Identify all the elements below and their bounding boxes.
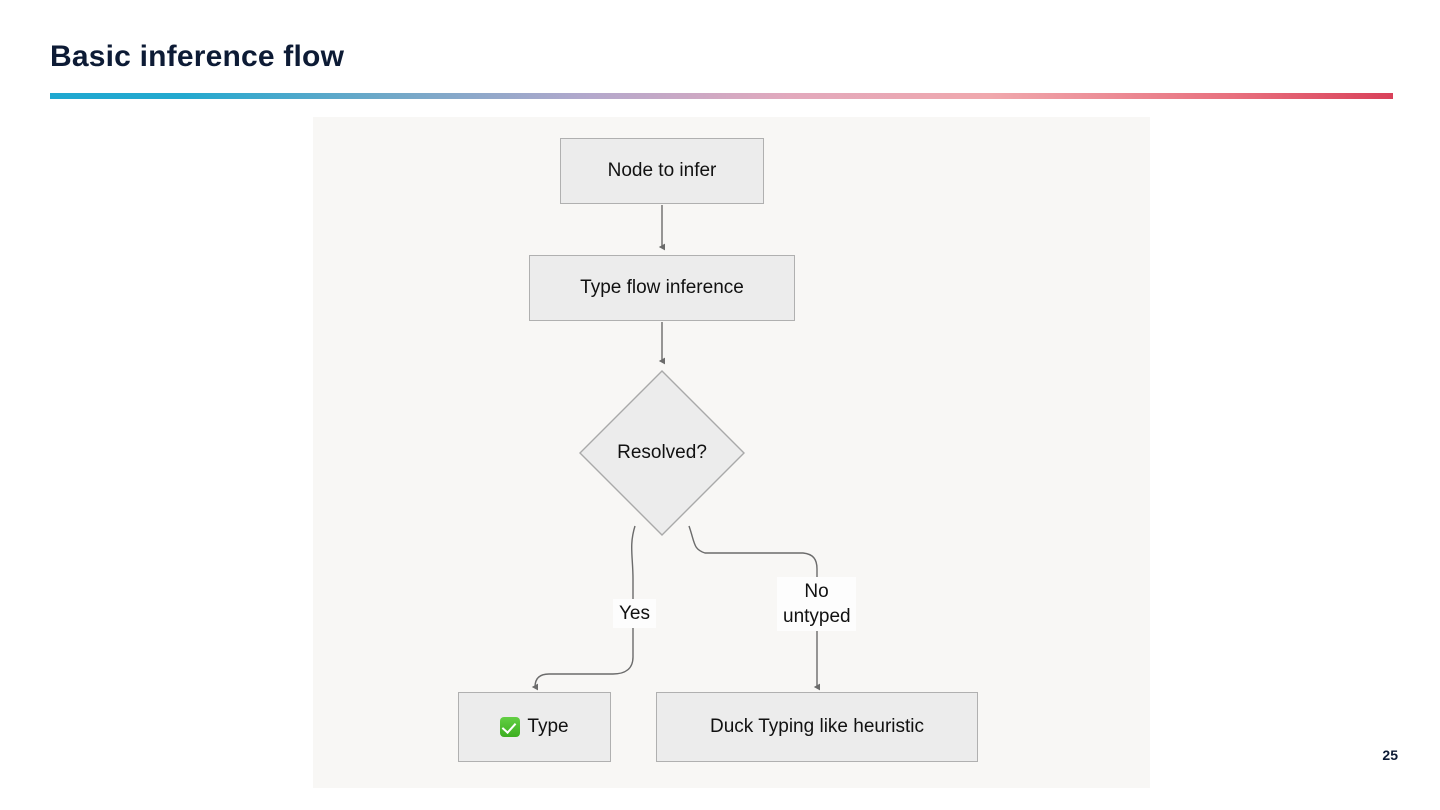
flow-node-duck-typing-label: Duck Typing like heuristic [709,716,925,738]
edge-label-yes: Yes [613,599,656,629]
flow-node-start[interactable]: Node to infer [560,138,764,204]
flow-edges [531,205,820,691]
flow-node-type[interactable]: Type [458,692,611,762]
flow-node-duck-typing[interactable]: Duck Typing like heuristic [656,692,978,762]
page-title: Basic inference flow [50,40,345,73]
diamond-shape-icon [579,370,745,536]
flow-node-type-label: Type [527,716,569,738]
flow-node-process-label: Type flow inference [580,277,744,299]
flow-node-decision-label: Resolved? [617,442,707,463]
page-number: 25 [1382,747,1398,763]
flow-node-start-label: Node to infer [607,160,717,182]
check-mark-icon [500,717,521,737]
flow-node-decision[interactable]: Resolved? [578,369,746,537]
flow-diagram-canvas: Node to infer Type flow inference Resolv… [313,117,1150,788]
title-accent-rule [50,93,1393,99]
edge-decision-to-type [531,525,636,691]
edge-label-no: No untyped [777,577,856,632]
flow-node-process[interactable]: Type flow inference [529,255,795,321]
edge-decision-to-duck [688,525,820,691]
